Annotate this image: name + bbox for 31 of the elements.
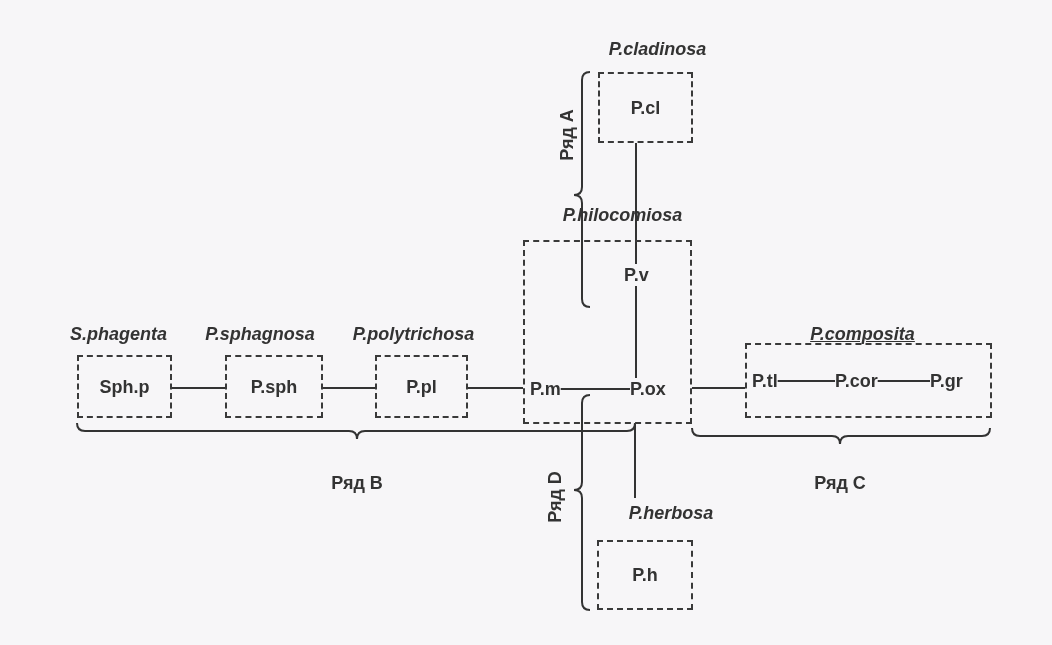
series-label: Ряд D — [544, 471, 566, 523]
connector-line — [691, 387, 746, 389]
series-label: Ряд C — [814, 472, 866, 494]
taxon-label: P.v — [624, 264, 649, 286]
connector-line — [467, 387, 524, 389]
group-heading: P.polytrichosa — [352, 323, 475, 345]
connector-line — [171, 387, 226, 389]
connector-line — [322, 387, 376, 389]
group-heading: P.composita — [810, 323, 915, 345]
connector-line — [876, 380, 931, 382]
taxon-label: P.pl — [406, 375, 437, 398]
series-label: Ряд B — [331, 472, 383, 494]
group-heading: P.cladinosa — [608, 38, 707, 60]
connector-line — [559, 388, 631, 390]
connector-line — [635, 285, 637, 379]
taxon-label: P.sph — [250, 375, 298, 398]
taxon-label: Sph.p — [99, 375, 150, 398]
series-label: Ряд A — [556, 109, 578, 161]
taxon-label: P.m — [530, 378, 561, 400]
taxon-label: P.cl — [630, 96, 661, 119]
connector-line — [776, 380, 836, 382]
connector-line — [634, 423, 636, 499]
group-heading: P.sphagnosa — [205, 323, 315, 345]
taxon-label: P.h — [632, 564, 658, 586]
connector-line — [635, 142, 637, 265]
group-heading: S.phagenta — [70, 323, 167, 345]
taxon-label: P.tl — [752, 370, 778, 392]
group-heading: P.herbosa — [628, 502, 714, 524]
taxon-label: P.ox — [630, 378, 666, 400]
taxon-label: P.cor — [835, 370, 878, 392]
taxon-label: P.gr — [930, 370, 963, 392]
